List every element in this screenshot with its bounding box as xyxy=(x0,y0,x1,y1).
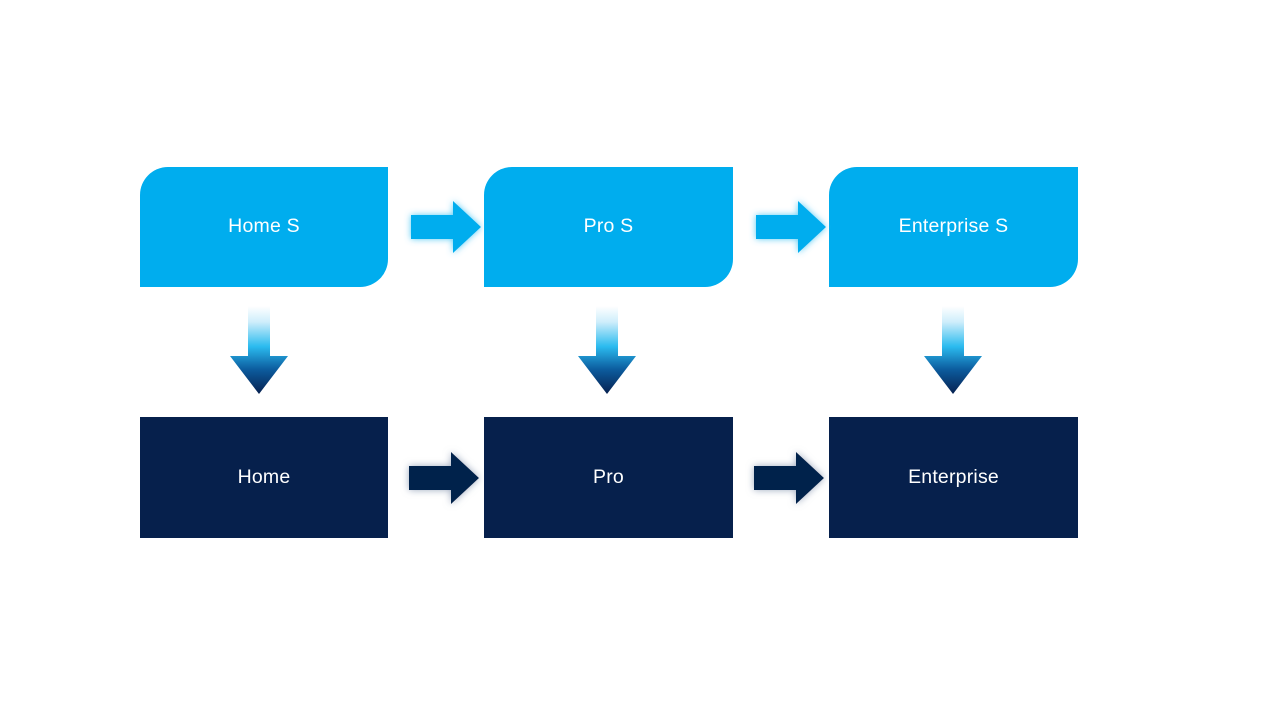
node-home-s[interactable]: Home S xyxy=(140,167,388,287)
node-pro[interactable]: Pro xyxy=(484,417,733,538)
node-label: Home xyxy=(237,465,291,488)
arrow-pro-s-to-pro xyxy=(576,306,638,396)
node-home[interactable]: Home xyxy=(140,417,388,538)
node-label: Enterprise S xyxy=(898,215,1009,238)
arrow-down-icon xyxy=(578,306,636,394)
arrow-pro-s-to-enterprise-s xyxy=(754,198,828,256)
node-label: Pro xyxy=(593,465,624,488)
node-enterprise-s[interactable]: Enterprise S xyxy=(829,167,1078,287)
node-enterprise[interactable]: Enterprise xyxy=(829,417,1078,538)
arrow-right-icon xyxy=(409,452,479,504)
arrow-down-icon xyxy=(230,306,288,394)
arrow-right-icon xyxy=(756,201,826,253)
arrow-enterprise-s-to-enterprise xyxy=(922,306,984,396)
node-label: Enterprise xyxy=(908,465,999,488)
arrow-home-to-pro xyxy=(407,449,481,507)
node-label: Pro S xyxy=(583,215,634,238)
arrow-right-icon xyxy=(411,201,481,253)
arrow-down-icon xyxy=(924,306,982,394)
node-pro-s[interactable]: Pro S xyxy=(484,167,733,287)
arrow-home-s-to-pro-s xyxy=(409,198,483,256)
arrow-pro-to-enterprise xyxy=(752,449,826,507)
arrow-right-icon xyxy=(754,452,824,504)
node-label: Home S xyxy=(228,215,300,238)
arrow-home-s-to-home xyxy=(228,306,290,396)
